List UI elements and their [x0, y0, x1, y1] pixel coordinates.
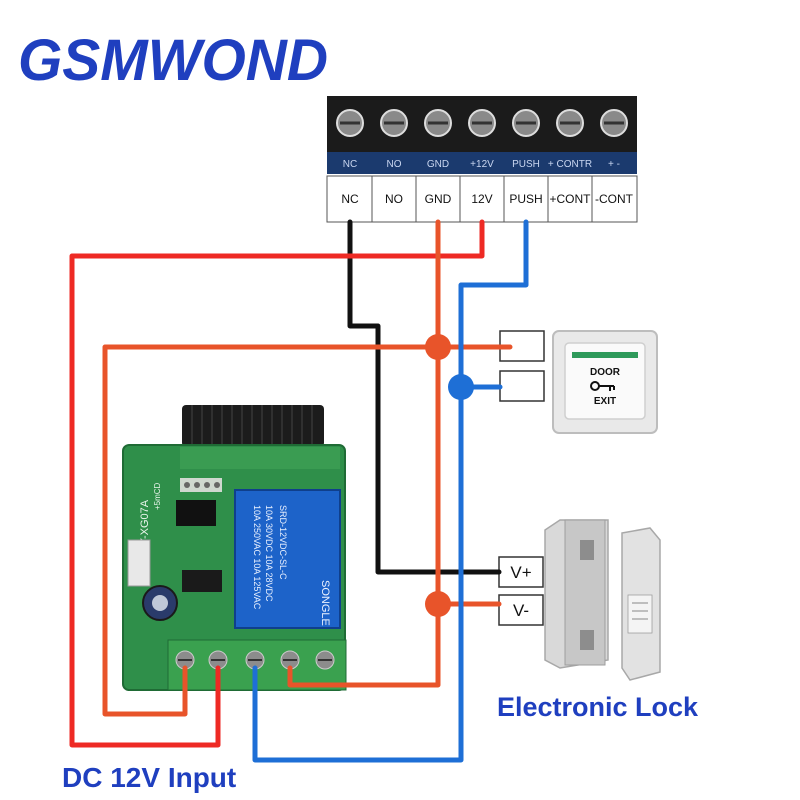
caption-dc-input: DC 12V Input	[62, 762, 236, 793]
relay-brand: SONGLE	[319, 580, 331, 626]
screw-icon	[245, 650, 265, 670]
terminal-screws	[336, 109, 628, 137]
relay-spec-line3: SRD-12VDC-SL-C	[278, 505, 288, 580]
antenna-coil	[182, 405, 324, 447]
lock-terminal-vminus	[498, 594, 544, 626]
junction-orange-bottom	[425, 591, 451, 617]
terminal-label-no: NO	[385, 192, 403, 206]
printed-label: NO	[387, 159, 402, 170]
screw-icon	[600, 109, 628, 137]
junction-blue	[448, 374, 474, 400]
junction-orange-top	[425, 334, 451, 360]
terminal-block: NC NO GND +12V PUSH + CONTR + - NC NO GN…	[326, 96, 638, 223]
relay-spec-line2: 10A 30VDC 10A 28VDC	[264, 505, 274, 602]
screw-icon	[208, 650, 228, 670]
screw-icon	[424, 109, 452, 137]
terminal-label-gnd: GND	[425, 192, 452, 206]
pcb-sublabel: +5mCD	[153, 482, 162, 510]
wire-orange-exit	[102, 344, 513, 717]
printed-label: +12V	[470, 159, 494, 170]
lock-terminal-vplus-label: V+	[510, 563, 531, 582]
wires	[69, 219, 529, 763]
wire-red-12v-power	[69, 219, 485, 748]
relay-component	[234, 489, 341, 629]
terminal-label-plus-cont: +CONT	[549, 192, 591, 206]
lock-terminal-vminus-label: V-	[513, 601, 529, 620]
pcb-screw-terminals	[175, 650, 335, 670]
relay-module: HFY-XG07A +5mCD SONGLE 10A 250VAC 10A 12…	[122, 405, 347, 691]
terminal-label-nc: NC	[341, 192, 359, 206]
terminal-label-minus-cont: -CONT	[595, 192, 634, 206]
screw-icon	[468, 109, 496, 137]
screw-icon	[512, 109, 540, 137]
printed-label: + -	[608, 159, 620, 170]
key-icon	[590, 381, 615, 391]
caption-electronic-lock: Electronic Lock	[497, 692, 699, 722]
electronic-lock-device	[544, 519, 661, 681]
wire-black-nc-vplus	[347, 219, 502, 575]
printed-label: GND	[427, 159, 449, 170]
lock-terminal-vplus	[498, 556, 544, 588]
printed-label: PUSH	[512, 159, 540, 170]
wire-blue-push	[252, 219, 529, 763]
wire-orange-gnd-main	[287, 219, 441, 688]
exit-button-line2: EXIT	[594, 396, 616, 407]
exit-terminal-bottom	[499, 370, 545, 402]
terminal-label-push: PUSH	[509, 192, 542, 206]
printed-label: + CONTR	[548, 159, 592, 170]
exit-button-device: DOOR EXIT	[552, 330, 658, 434]
exit-button-line1: DOOR	[590, 367, 621, 378]
brand-logo: GSMWOND	[18, 28, 328, 93]
screw-icon	[336, 109, 364, 137]
terminal-label-12v: 12V	[471, 192, 492, 206]
printed-label: NC	[343, 159, 357, 170]
screw-icon	[380, 109, 408, 137]
relay-spec-line1: 10A 250VAC 10A 125VAC	[252, 505, 262, 610]
screw-icon	[315, 650, 335, 670]
screw-icon	[556, 109, 584, 137]
